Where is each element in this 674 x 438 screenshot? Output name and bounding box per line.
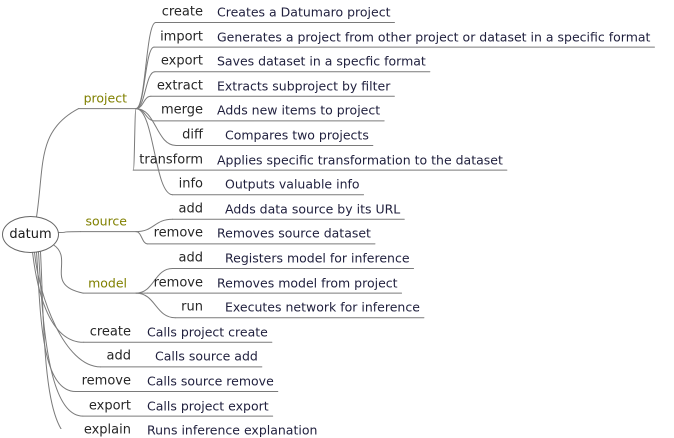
direct-command-description: Calls source remove: [147, 373, 274, 389]
command-label-remove[interactable]: remove: [153, 225, 203, 241]
direct-command-description: Calls project create: [147, 324, 268, 340]
command-description: Outputs valuable info: [225, 176, 360, 192]
direct-command-label-explain[interactable]: explain: [83, 422, 131, 438]
command-description: Removes source dataset: [217, 225, 371, 241]
command-description: Creates a Datumaro project: [217, 4, 391, 20]
direct-command-description: Calls project export: [147, 398, 269, 414]
command-description: Saves dataset in a specfic format: [217, 53, 426, 69]
direct-command-label-remove[interactable]: remove: [81, 373, 131, 389]
direct-command-label-create[interactable]: create: [89, 324, 131, 340]
direct-command-label-add[interactable]: add: [106, 348, 131, 364]
command-label-remove[interactable]: remove: [153, 275, 203, 291]
command-label-add[interactable]: add: [178, 250, 203, 266]
command-label-info[interactable]: info: [178, 176, 203, 192]
command-label-transform[interactable]: transform: [139, 152, 203, 168]
command-label-merge[interactable]: merge: [160, 102, 203, 118]
command-description: Registers model for inference: [225, 250, 410, 266]
command-label-extract[interactable]: extract: [156, 78, 203, 94]
mindmap-canvas: datum create Creates a Datumaro project imp…: [2, 4, 655, 438]
root-node[interactable]: datum: [2, 216, 59, 253]
direct-command-description: Calls source add: [155, 348, 258, 364]
branch-label-project[interactable]: project: [83, 90, 127, 106]
command-label-import[interactable]: import: [160, 29, 203, 45]
command-description: Generates a project from other project o…: [217, 29, 651, 45]
command-label-create[interactable]: create: [161, 4, 203, 20]
command-description: Extracts subproject by filter: [217, 78, 391, 94]
command-label-export[interactable]: export: [160, 53, 203, 69]
direct-command-label-export[interactable]: export: [88, 398, 131, 414]
command-label-run[interactable]: run: [181, 299, 203, 315]
command-label-diff[interactable]: diff: [182, 127, 203, 143]
command-description: Compares two projects: [225, 127, 369, 143]
command-description: Adds data source by its URL: [225, 201, 401, 217]
direct-command-description: Runs inference explanation: [147, 422, 318, 438]
command-description: Removes model from project: [217, 275, 398, 291]
branch-label-model[interactable]: model: [88, 275, 127, 291]
command-description: Executes network for inference: [225, 299, 420, 315]
branch-label-source[interactable]: source: [85, 213, 127, 229]
command-label-add[interactable]: add: [178, 201, 203, 217]
command-description: Adds new items to project: [217, 102, 381, 118]
command-description: Applies specific transformation to the d…: [217, 152, 503, 168]
